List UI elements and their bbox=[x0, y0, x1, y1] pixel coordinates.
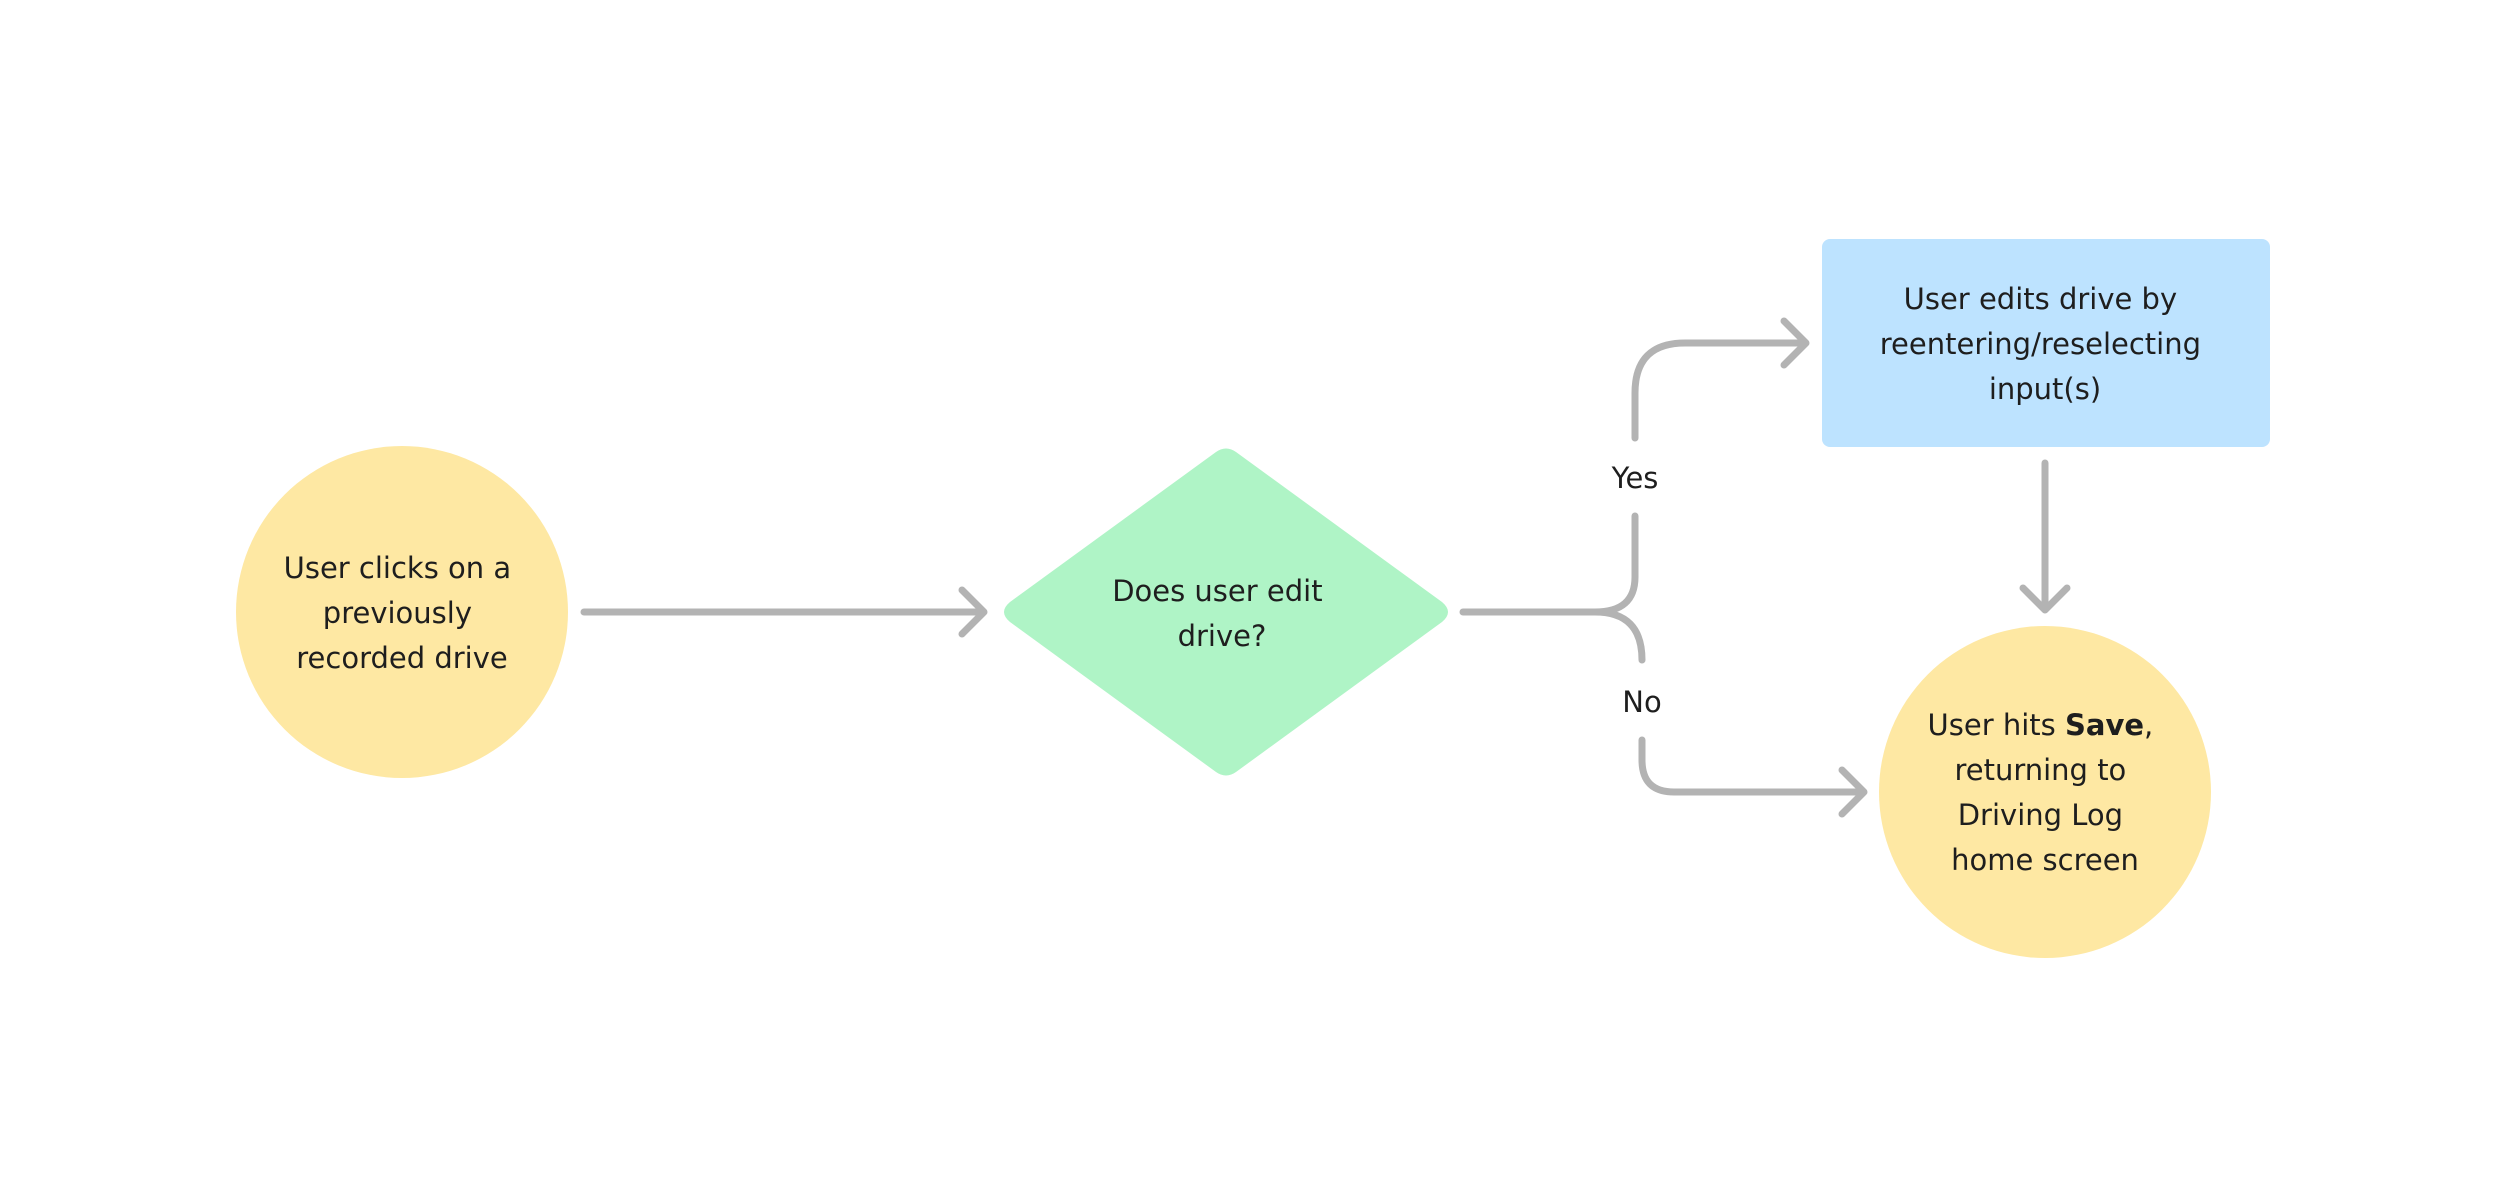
arrowhead-end-from-no bbox=[1838, 766, 1868, 818]
edit-process-node[interactable]: User edits drive by reentering/reselecti… bbox=[1822, 239, 2270, 447]
decision-node[interactable]: Does user edit drive? bbox=[1004, 448, 1448, 776]
end-node-line-1-prefix: User hits bbox=[1928, 708, 2065, 742]
start-node-line-2: previously bbox=[323, 596, 472, 630]
end-node-line-3: Driving Log bbox=[1958, 798, 2123, 832]
start-node-shape bbox=[236, 446, 568, 778]
end-node-line-1-suffix: , bbox=[2144, 708, 2153, 742]
connector-yes-branch bbox=[1631, 317, 1810, 442]
connector-decision-to-junction-line bbox=[1459, 512, 1639, 616]
edit-process-node-line-3: input(s) bbox=[1989, 372, 2101, 406]
decision-node-line-2: drive? bbox=[1178, 619, 1267, 653]
start-node-label: User clicks on a previously recorded dri… bbox=[284, 551, 521, 675]
start-node-line-3: recorded drive bbox=[296, 641, 508, 675]
edit-process-node-line-1: User edits drive by bbox=[1904, 282, 2178, 316]
arrowhead-end-from-edit bbox=[2019, 584, 2071, 614]
end-node[interactable]: User hits Save, returning to Driving Log… bbox=[1879, 626, 2211, 958]
end-node-shape bbox=[1879, 626, 2211, 958]
end-node-label: User hits Save, returning to Driving Log… bbox=[1928, 708, 2163, 877]
decision-node-label: Does user edit drive? bbox=[1112, 574, 1332, 653]
start-node-line-1: User clicks on a bbox=[284, 551, 512, 585]
connector-decision-junction bbox=[1459, 512, 1646, 664]
edit-process-node-label: User edits drive by reentering/reselecti… bbox=[1880, 282, 2210, 406]
connector-edit-to-end bbox=[2019, 459, 2071, 614]
end-node-line-2: returning to bbox=[1954, 753, 2126, 787]
decision-node-shape bbox=[1004, 448, 1448, 776]
connector-yes-line bbox=[1631, 339, 1808, 442]
start-node[interactable]: User clicks on a previously recorded dri… bbox=[236, 446, 568, 778]
end-node-line-1: User hits Save, bbox=[1928, 708, 2163, 742]
connector-start-to-decision bbox=[580, 586, 988, 638]
connector-no-branch bbox=[1638, 736, 1868, 818]
arrowhead-decision bbox=[958, 586, 988, 638]
arrowhead-edit bbox=[1780, 317, 1810, 369]
save-emphasis: Save bbox=[2065, 708, 2144, 742]
yes-label: Yes bbox=[1611, 461, 1659, 495]
edit-process-node-shape bbox=[1822, 239, 2270, 447]
connector-junction-to-no-line bbox=[1591, 608, 1646, 664]
end-node-line-4: home screen bbox=[1951, 843, 2139, 877]
connector-no-line bbox=[1638, 736, 1866, 796]
no-label: No bbox=[1622, 685, 1661, 719]
decision-node-line-1: Does user edit bbox=[1112, 574, 1322, 608]
edit-process-node-line-2: reentering/reselecting bbox=[1880, 327, 2201, 361]
